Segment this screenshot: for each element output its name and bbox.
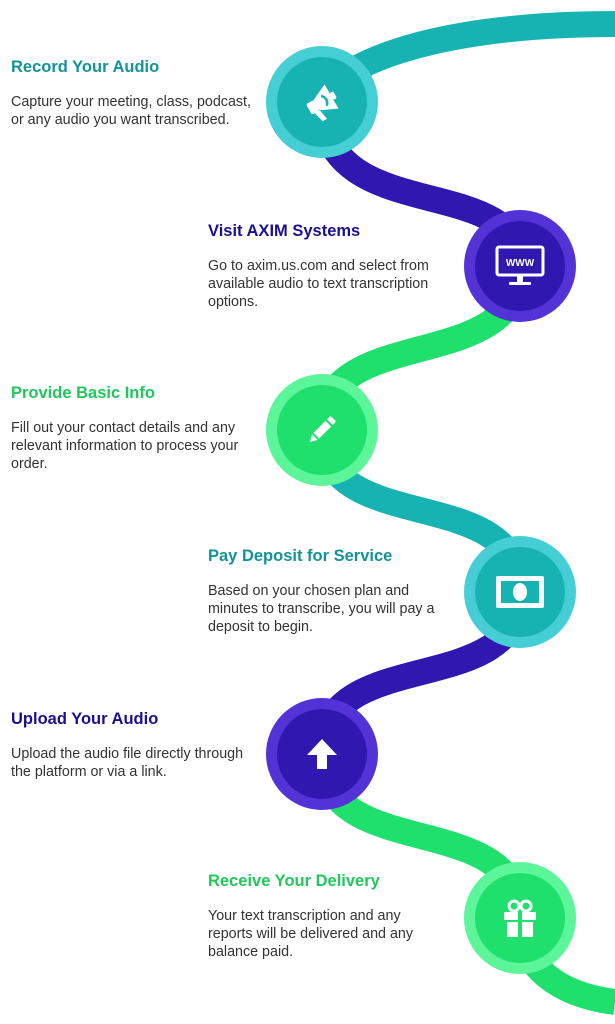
step-2: Visit AXIM Systems Go to axim.us.com and… (208, 221, 448, 311)
step-4-title: Pay Deposit for Service (208, 547, 393, 565)
pencil-icon (309, 416, 336, 443)
step-6-title: Receive Your Delivery (208, 872, 380, 890)
step-1-node (266, 46, 378, 158)
step-1-description: Capture your meeting, class, podcast, or… (11, 94, 251, 128)
step-4-node (464, 536, 576, 648)
step-6-node (464, 862, 576, 974)
step-4-description: Based on your chosen plan and minutes to… (208, 583, 435, 635)
step-1: Record Your Audio Capture your meeting, … (11, 57, 251, 129)
step-3-node (266, 374, 378, 486)
step-5: Upload Your Audio Upload the audio file … (11, 709, 251, 781)
step-1-title: Record Your Audio (11, 58, 160, 76)
step-3-description: Fill out your contact details and any re… (11, 420, 239, 472)
step-2-node: WWW (464, 210, 576, 322)
step-3: Provide Basic Info Fill out your contact… (11, 383, 251, 473)
step-5-description: Upload the audio file directly through t… (11, 746, 244, 780)
step-4: Pay Deposit for Service Based on your ch… (208, 546, 448, 636)
step-5-node (266, 698, 378, 810)
banknote-icon (496, 576, 544, 608)
step-3-title: Provide Basic Info (11, 384, 155, 402)
arrow-up-icon (307, 739, 337, 769)
www-label: WWW (506, 258, 535, 269)
step-5-title: Upload Your Audio (11, 710, 159, 728)
gift-icon (504, 899, 536, 937)
megaphone-icon (306, 84, 339, 122)
step-2-description: Go to axim.us.com and select from availa… (208, 258, 429, 310)
step-6: Receive Your Delivery Your text transcri… (208, 871, 448, 961)
monitor-www-icon: WWW (495, 245, 545, 285)
step-2-title: Visit AXIM Systems (208, 222, 361, 240)
step-6-description: Your text transcription and any reports … (208, 908, 414, 960)
